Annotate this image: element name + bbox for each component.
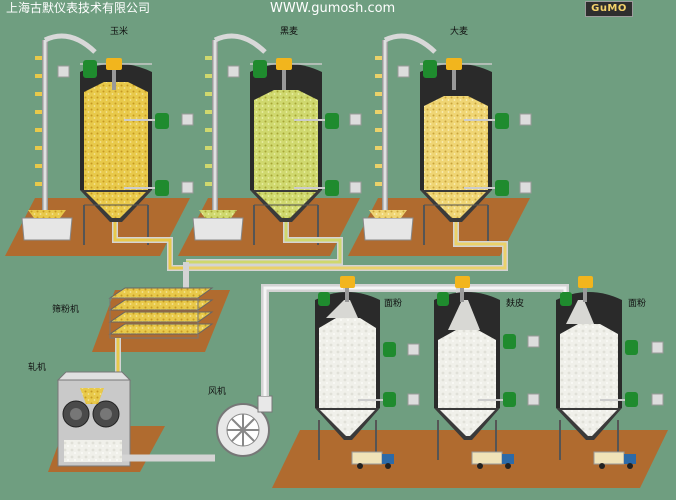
- label-bran: 麸皮: [506, 297, 524, 309]
- silo-rye: [192, 33, 362, 245]
- sifter-machine: [92, 287, 230, 352]
- label-corn: 玉米: [110, 25, 128, 37]
- trucks: [351, 451, 636, 469]
- label-fan: 风机: [208, 385, 226, 397]
- website-url: WWW.gumosh.com: [270, 1, 396, 16]
- label-flour-2: 面粉: [628, 297, 646, 309]
- label-sifter: 筛粉机: [52, 303, 79, 315]
- silo-flour-2: [556, 276, 664, 460]
- silo-corn: [21, 33, 194, 245]
- label-barley: 大麦: [450, 25, 468, 37]
- label-mill: 轧机: [28, 361, 46, 373]
- company-logo: GuMO: [585, 1, 633, 17]
- platform-bottom: [272, 430, 668, 488]
- silo-bran: [434, 276, 540, 460]
- grain-pipes: [112, 222, 508, 292]
- company-name: 上海古默仪表技术有限公司: [6, 1, 151, 15]
- silo-flour-1: [315, 276, 420, 460]
- silo-barley: [362, 33, 532, 245]
- label-rye: 黑麦: [280, 25, 298, 37]
- roller-mill: [48, 338, 165, 472]
- label-flour-1: 面粉: [384, 297, 402, 309]
